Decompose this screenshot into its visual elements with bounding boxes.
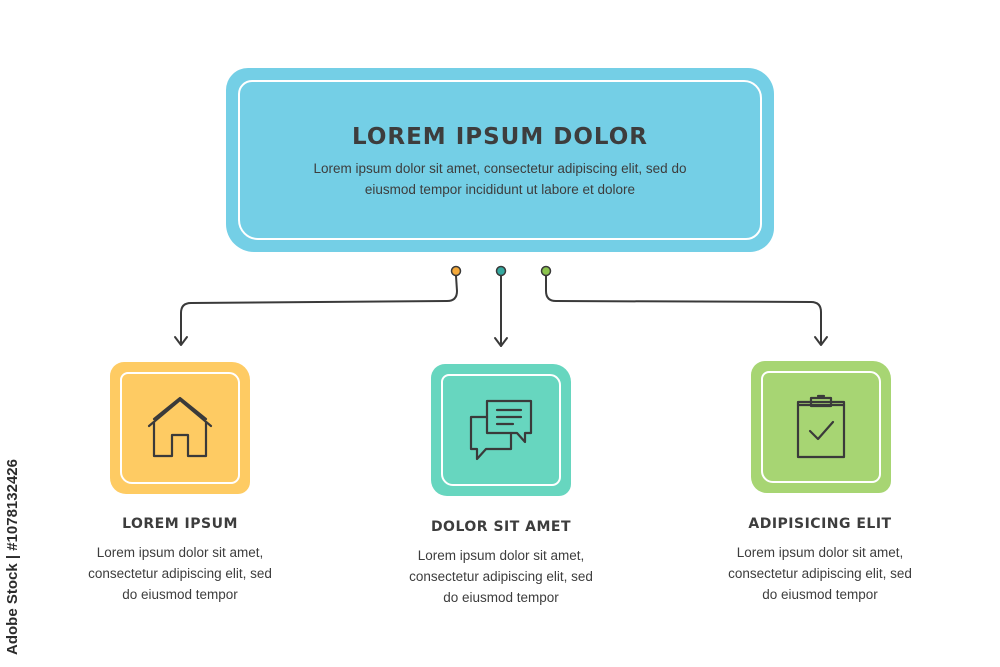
item-description-line: Lorem ipsum dolor sit amet,	[96, 545, 264, 560]
item-description: Lorem ipsum dolor sit amet, consectetur …	[710, 542, 930, 605]
connector-dot-right	[540, 265, 552, 277]
item-title: LOREM IPSUM	[122, 516, 238, 532]
item-description-line: consectetur adipiscing elit, sed	[409, 569, 593, 584]
main-title-box: LOREM IPSUM DOLOR Lorem ipsum dolor sit …	[226, 68, 774, 252]
connector-right-arrow	[814, 336, 828, 346]
main-box-frame	[238, 80, 762, 240]
main-title: LOREM IPSUM DOLOR	[352, 124, 648, 150]
item-description-line: do eiusmod tempor	[122, 587, 238, 602]
tile-frame	[120, 372, 240, 484]
item-lorem-ipsum: LOREM IPSUM Lorem ipsum dolor sit amet, …	[70, 516, 290, 605]
connector-left	[180, 275, 458, 345]
item-title: ADIPISICING ELIT	[748, 516, 892, 532]
tile-frame	[441, 374, 561, 486]
item-description-line: consectetur adipiscing elit, sed	[88, 566, 272, 581]
chat-bubbles-icon	[469, 399, 533, 461]
connector-dot-left	[450, 265, 462, 277]
main-description: Lorem ipsum dolor sit amet, consectetur …	[286, 158, 714, 200]
item-description-line: do eiusmod tempor	[443, 590, 559, 605]
tile-house	[110, 362, 250, 494]
connector-left-arrow	[174, 336, 188, 346]
connector-middle-arrow	[494, 337, 508, 347]
item-dolor-sit-amet: DOLOR SIT AMET Lorem ipsum dolor sit ame…	[391, 519, 611, 608]
item-adipisicing-elit: ADIPISICING ELIT Lorem ipsum dolor sit a…	[710, 516, 930, 605]
connector-dot-middle	[495, 265, 507, 277]
main-description-line: Lorem ipsum dolor sit amet, consectetur …	[313, 161, 687, 176]
item-description-line: consectetur adipiscing elit, sed	[728, 566, 912, 581]
item-description: Lorem ipsum dolor sit amet, consectetur …	[391, 545, 611, 608]
tile-chat	[431, 364, 571, 496]
connector-right	[545, 275, 822, 345]
item-description: Lorem ipsum dolor sit amet, consectetur …	[70, 542, 290, 605]
item-title: DOLOR SIT AMET	[430, 519, 572, 535]
clipboard-check-icon	[796, 394, 846, 459]
item-description-line: do eiusmod tempor	[762, 587, 878, 602]
tile-frame	[761, 371, 881, 483]
item-description-line: Lorem ipsum dolor sit amet,	[417, 548, 585, 563]
house-icon	[147, 396, 213, 458]
item-description-line: Lorem ipsum dolor sit amet,	[736, 545, 904, 560]
main-description-line: eiusmod tempor incididunt ut labore et d…	[364, 182, 636, 197]
watermark-text: Adobe Stock | #1078132426	[4, 459, 21, 655]
tile-clipboard	[751, 361, 891, 493]
